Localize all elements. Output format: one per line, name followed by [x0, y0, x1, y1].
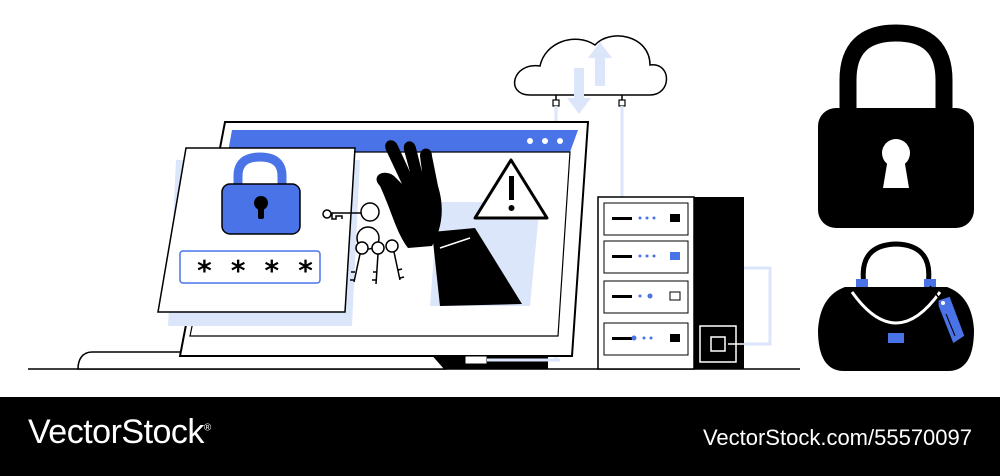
hand-holding-keys-icon	[322, 140, 522, 306]
server-unit	[603, 322, 689, 356]
server-unit	[603, 202, 689, 236]
brand-name: VectorStock	[28, 413, 204, 451]
brand-logo[interactable]: VectorStock®	[28, 413, 211, 452]
large-padlock-icon	[818, 24, 974, 228]
handbag-with-tag-icon	[818, 241, 974, 371]
illustration-scene: * * * *	[28, 24, 974, 371]
warning-icon	[473, 158, 549, 220]
server-unit	[603, 280, 689, 314]
password-field[interactable]: * * * *	[179, 250, 321, 287]
server-rack-icon	[597, 196, 772, 370]
padlock-icon	[221, 152, 301, 235]
image-credit: VectorStock.com/55570097	[702, 425, 972, 450]
server-unit	[603, 240, 689, 274]
brand-trademark: ®	[203, 422, 211, 434]
footer-bar: VectorStock® VectorStock.com/55570097	[0, 397, 1000, 476]
login-card: * * * *	[157, 147, 360, 326]
password-mask: * * * *	[196, 254, 314, 287]
